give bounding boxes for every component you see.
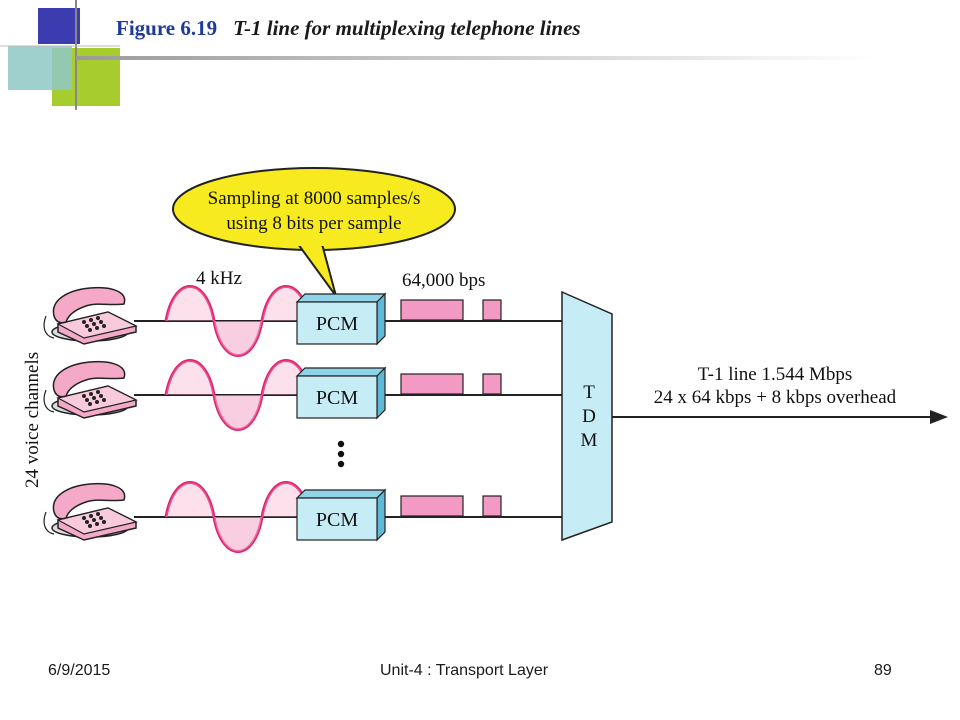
footer-page-number: 89 — [874, 662, 892, 679]
bit-block — [400, 373, 464, 395]
ellipsis-dots — [337, 440, 345, 468]
title-underline — [76, 56, 876, 60]
sampling-callout: Sampling at 8000 samples/s using 8 bits … — [172, 167, 456, 297]
channel-row-2: PCM — [43, 359, 562, 431]
telephone-icon — [43, 360, 137, 419]
figure-caption: T-1 line for multiplexing telephone line… — [233, 16, 581, 40]
bit-block — [482, 495, 502, 517]
bitrate-label: 64,000 bps — [402, 270, 485, 291]
analog-wave-icon — [164, 481, 312, 553]
tdm-letter-m: M — [581, 430, 598, 451]
t1-diagram: Sampling at 8000 samples/s using 8 bits … — [22, 167, 948, 553]
t1-output-line — [612, 410, 948, 424]
callout-line-2: using 8 bits per sample — [226, 213, 401, 234]
figure-label: Figure 6.19 — [116, 16, 218, 40]
analog-wave-icon — [164, 285, 312, 357]
bit-block — [482, 299, 502, 321]
telephone-icon — [43, 286, 137, 345]
output-line-1: T-1 line 1.544 Mbps — [698, 364, 852, 385]
analog-wave-icon — [164, 359, 312, 431]
pcm-label: PCM — [316, 313, 358, 335]
bit-block — [482, 373, 502, 395]
tdm-letter-d: D — [582, 406, 596, 427]
channel-row-24: PCM — [43, 481, 562, 553]
footer-course: Unit-4 : Transport Layer — [380, 662, 549, 679]
tdm-letter-t: T — [583, 382, 595, 403]
output-line-2: 24 x 64 kbps + 8 kbps overhead — [654, 387, 897, 408]
tdm-multiplexer: T D M — [561, 290, 613, 542]
callout-line-1: Sampling at 8000 samples/s — [208, 188, 421, 209]
bit-block — [400, 299, 464, 321]
pcm-label: PCM — [316, 387, 358, 409]
telephone-icon — [43, 482, 137, 541]
pcm-label: PCM — [316, 509, 358, 531]
channel-row-1: PCM — [43, 285, 562, 357]
bit-block — [400, 495, 464, 517]
side-label: 24 voice channels — [22, 352, 43, 488]
footer-date: 6/9/2015 — [48, 662, 111, 679]
signal-label: 4 kHz — [196, 268, 242, 289]
slide-title: Figure 6.19 T-1 line for multiplexing tel… — [116, 16, 581, 41]
